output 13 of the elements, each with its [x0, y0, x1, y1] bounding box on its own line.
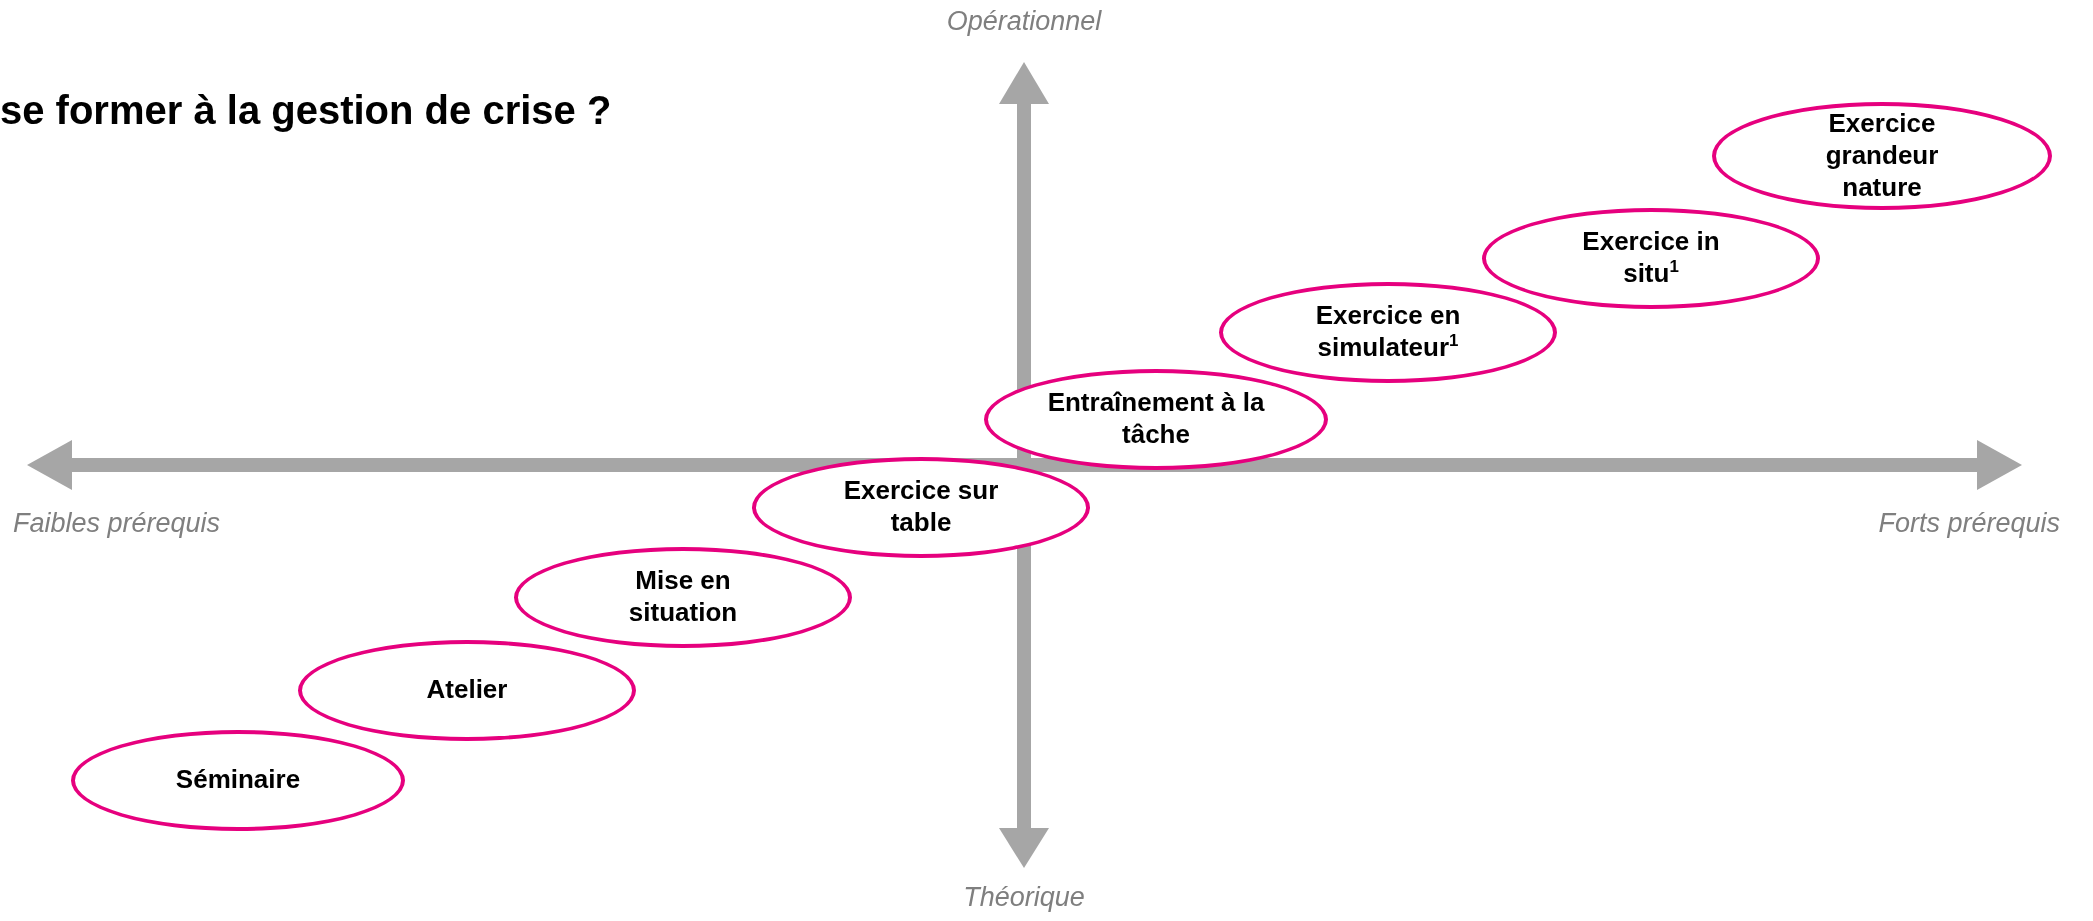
method-label: Exercice grandeur nature: [1824, 108, 1940, 204]
method-label: Mise en situation: [627, 565, 739, 629]
method-label: Exercice sur table: [842, 475, 1000, 539]
axis-label: Théorique: [963, 882, 1085, 913]
method-label: Atelier: [426, 674, 508, 706]
method-label: Entraînement à la tâche: [1046, 387, 1266, 451]
axis-label: Opérationnel: [946, 6, 1102, 37]
method-label: Exercice in situ$^{1}$: [1581, 226, 1721, 290]
method-label: Séminaire: [175, 764, 301, 796]
axis-label: Forts prérequis: [1878, 508, 2060, 539]
title: se former à la gestion de crise ?: [0, 88, 612, 133]
method-label: Exercice en simulateur$^{1}$: [1314, 300, 1462, 364]
axis-label: Faibles prérequis: [13, 508, 221, 539]
